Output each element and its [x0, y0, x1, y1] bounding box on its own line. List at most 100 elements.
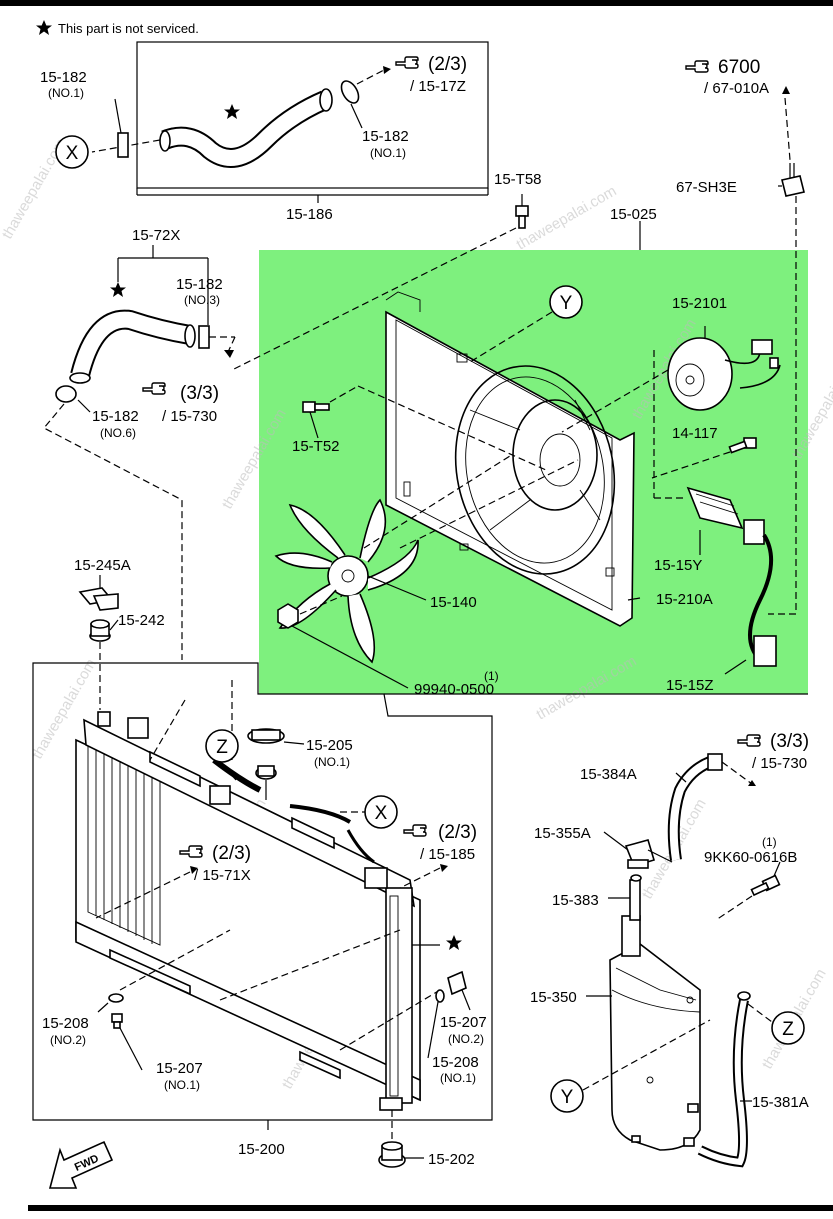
- pointing-hand-icon: [685, 60, 709, 73]
- label-9kk60-0616b: 9KK60-0616B: [704, 849, 797, 866]
- oring-15-208-left: [108, 993, 124, 1003]
- callout-x-top: [55, 135, 89, 169]
- svg-text:X: X: [66, 143, 79, 164]
- svg-text:(NO.1): (NO.1): [164, 1078, 200, 1092]
- clamp-15-182: [117, 132, 129, 158]
- svg-text:(2/3): (2/3): [212, 843, 251, 864]
- callout-z-reservoir: [771, 1011, 805, 1045]
- bottom-border: [28, 1205, 833, 1211]
- radiator-group-box: [32, 662, 493, 1121]
- label-15-2101: 15-2101: [672, 295, 727, 312]
- svg-text:(3/3): (3/3): [770, 731, 809, 752]
- fan-shroud-15-210a: [385, 291, 635, 627]
- label-15-207: 15-207: [440, 1014, 487, 1031]
- plug-15-207-left: [111, 1013, 123, 1029]
- label-15-182: 15-182: [40, 69, 87, 86]
- callout-y-reservoir: [550, 1079, 584, 1113]
- svg-text:(NO.3): (NO.3): [184, 293, 220, 307]
- label-15-205: 15-205: [306, 737, 353, 754]
- label-15-202: 15-202: [428, 1151, 475, 1168]
- nut-99940-0500: [277, 603, 299, 629]
- svg-text:(1): (1): [762, 835, 777, 849]
- svg-text:(NO.1): (NO.1): [370, 146, 406, 160]
- bolt-9kk60-0616b: [750, 874, 781, 897]
- label-15-15y: 15-15Y: [654, 557, 702, 574]
- label-15-025: 15-025: [610, 206, 657, 223]
- hose-15-186-group: [136, 41, 489, 203]
- mount-15-202: [378, 1141, 406, 1168]
- label-15-140: 15-140: [430, 594, 477, 611]
- label-15-15z: 15-15Z: [666, 677, 714, 694]
- svg-text:(1): (1): [484, 669, 499, 683]
- mount-15-242: [89, 619, 111, 642]
- svg-text:X: X: [375, 803, 388, 824]
- svg-text:(3/3): (3/3): [180, 383, 219, 404]
- svg-text:Y: Y: [561, 1087, 574, 1108]
- callout-y-fan: [549, 285, 583, 319]
- radiator-15-200: [75, 711, 421, 1111]
- label-15-381a: 15-381A: [752, 1094, 809, 1111]
- label-15-208: 15-208: [432, 1054, 479, 1071]
- svg-text:(NO.6): (NO.6): [100, 426, 136, 440]
- label-15-384a: 15-384A: [580, 766, 637, 783]
- pointing-hand-icon: [403, 824, 427, 837]
- label-99940-0500: 99940-0500: [414, 681, 494, 698]
- hose-15-381a: [697, 991, 751, 1168]
- svg-text:/ 15-17Z: / 15-17Z: [410, 78, 466, 95]
- label-15-208: 15-208: [42, 1015, 89, 1032]
- label-15-186: 15-186: [286, 206, 333, 223]
- svg-text:/ 15-730: / 15-730: [752, 755, 807, 772]
- callout-z-radiator: [205, 729, 239, 763]
- svg-text:/ 15-71X: / 15-71X: [194, 867, 251, 884]
- label-15-350: 15-350: [530, 989, 577, 1006]
- svg-text:(NO.1): (NO.1): [440, 1071, 476, 1085]
- fan-motor-15-2101: [667, 337, 781, 411]
- label-14-117: 14-117: [672, 425, 718, 442]
- radiator-cap-15-205: [247, 728, 285, 780]
- clamp-15-355a: [624, 839, 655, 869]
- svg-text:6700: 6700: [718, 57, 760, 78]
- bolt-15-t58: [515, 205, 529, 229]
- hose-15-384a: [667, 753, 723, 861]
- svg-text:(2/3): (2/3): [438, 822, 477, 843]
- svg-text:(NO.2): (NO.2): [50, 1033, 86, 1047]
- svg-text:Y: Y: [560, 293, 573, 314]
- svg-text:thaweepalai.com: thaweepalai.com: [514, 182, 620, 253]
- plug-15-207-right: [447, 970, 467, 996]
- svg-text:(2/3): (2/3): [428, 54, 467, 75]
- svg-text:(NO.1): (NO.1): [48, 86, 84, 100]
- svg-text:/ 15-730: / 15-730: [162, 408, 217, 425]
- label-15-t52: 15-T52: [292, 438, 340, 455]
- label-15-210a: 15-210A: [656, 591, 713, 608]
- bolt-14-117: [728, 437, 757, 454]
- reservoir-15-350: [609, 874, 701, 1151]
- bracket-15-245a: [78, 587, 119, 611]
- resistor-15-15y: [686, 486, 777, 667]
- pointing-hand-icon: [142, 382, 166, 395]
- star-icon: [36, 20, 52, 35]
- label-15-242: 15-242: [118, 612, 165, 629]
- svg-text:(NO.2): (NO.2): [448, 1032, 484, 1046]
- svg-text:Z: Z: [216, 737, 228, 758]
- pointing-hand-icon: [395, 56, 419, 69]
- svg-text:(NO.1): (NO.1): [314, 755, 350, 769]
- clip-67-sh3e: [781, 175, 805, 197]
- label-67-sh3e: 67-SH3E: [676, 179, 737, 196]
- hose-15-72x-group: [55, 245, 236, 413]
- label-15-207: 15-207: [156, 1060, 203, 1077]
- svg-text:/ 67-010A: / 67-010A: [704, 80, 769, 97]
- label-15-383: 15-383: [552, 892, 599, 909]
- label-15-245a: 15-245A: [74, 557, 131, 574]
- label-15-200: 15-200: [238, 1141, 285, 1158]
- callout-x-radiator: [364, 795, 398, 829]
- label-15-72x: 15-72X: [132, 227, 180, 244]
- fwd-arrow-icon: FWD: [48, 1140, 114, 1189]
- svg-text:/ 15-185: / 15-185: [420, 846, 475, 863]
- part-labels: 15-182 (NO.1) (2/3) / 15-17Z 15-182 (NO.…: [40, 54, 809, 1168]
- bolt-15-t52: [302, 401, 330, 413]
- svg-text:Z: Z: [782, 1019, 794, 1040]
- label-15-182: 15-182: [176, 276, 223, 293]
- top-border: [0, 0, 833, 6]
